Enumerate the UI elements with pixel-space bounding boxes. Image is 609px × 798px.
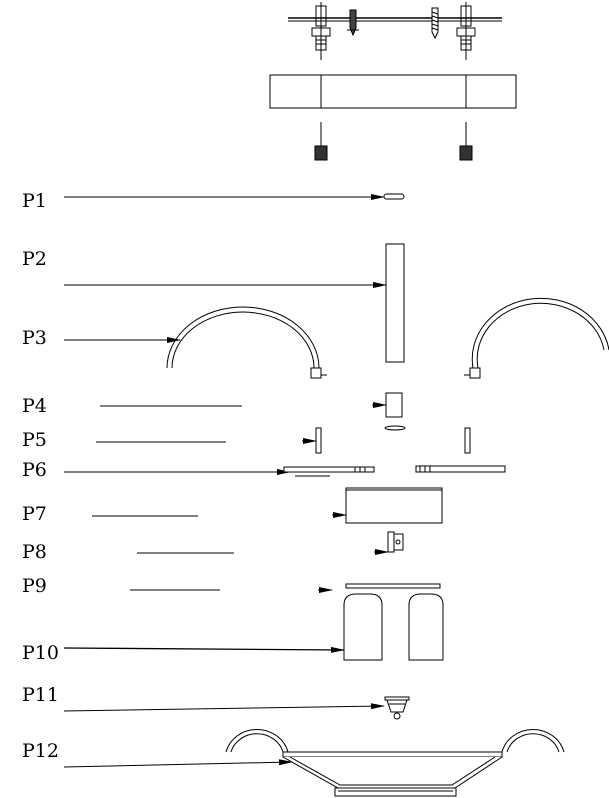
part-label-p11: P11	[22, 684, 59, 706]
part-label-p2: P2	[22, 248, 47, 270]
part-label-p8: P8	[22, 541, 47, 563]
leader-line-p12	[63, 759, 293, 768]
part-label-p5: P5	[22, 429, 47, 451]
wire-connectors	[314, 122, 473, 161]
part-p10	[343, 593, 444, 661]
part-p7	[345, 487, 443, 524]
part-label-p9: P9	[22, 575, 47, 597]
part-label-p1: P1	[22, 190, 47, 212]
part-p8	[387, 531, 404, 553]
part-p11	[384, 696, 410, 720]
part-label-p4: P4	[22, 395, 47, 417]
part-p5	[315, 427, 471, 454]
mounting-plate-with-screws	[288, 2, 502, 60]
part-label-p3: P3	[22, 327, 47, 349]
leader-line-p10	[63, 646, 345, 653]
part-p3	[166, 297, 609, 379]
mounting-bracket	[269, 74, 517, 109]
part-label-p12: P12	[22, 740, 59, 762]
part-p12	[225, 728, 565, 797]
part-label-p10: P10	[22, 642, 59, 664]
part-label-p7: P7	[22, 503, 47, 525]
part-p6	[283, 465, 506, 477]
part-p9	[345, 583, 441, 589]
leader-line-p11	[63, 703, 385, 712]
part-p1	[383, 193, 405, 200]
part-p2	[385, 243, 405, 363]
part-label-p6: P6	[22, 459, 47, 481]
part-p4	[384, 392, 406, 431]
